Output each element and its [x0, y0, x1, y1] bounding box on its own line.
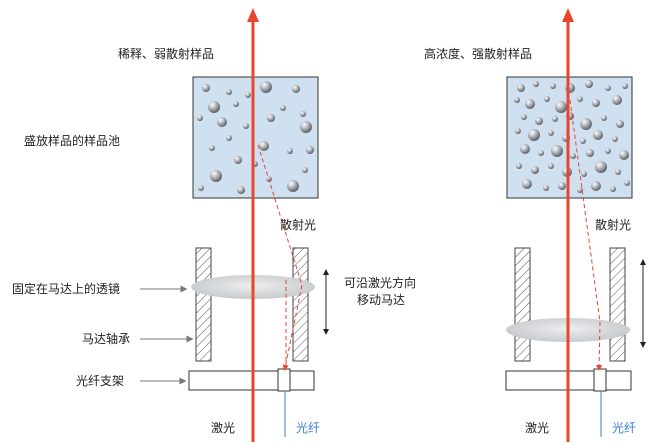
particle: [531, 166, 539, 174]
particle: [593, 130, 603, 140]
particle: [226, 89, 232, 95]
particle: [302, 167, 308, 173]
right-title: 高浓度、强散射样品: [424, 46, 532, 61]
particle: [287, 180, 299, 192]
particle: [544, 96, 550, 102]
particle: [581, 171, 587, 177]
particle: [233, 101, 239, 107]
particle: [580, 138, 586, 144]
particle: [267, 114, 275, 122]
particle: [528, 129, 540, 141]
laser-arrowhead-left: [247, 8, 259, 22]
particle: [198, 185, 204, 191]
particle: [515, 128, 521, 134]
left-title: 稀释、弱散射样品: [118, 46, 214, 61]
particle: [580, 118, 592, 130]
particle: [624, 180, 630, 186]
particle: [595, 161, 607, 173]
bearing-left-b: [292, 247, 309, 362]
particle: [197, 115, 203, 121]
particle: [516, 163, 522, 169]
particle: [210, 170, 222, 182]
sample-cell-label: 盛放样品的样品池: [24, 133, 120, 148]
particle: [517, 84, 525, 92]
fiber-label-left: 光纤: [296, 421, 320, 435]
fiber-slot-right: [593, 368, 607, 392]
particle: [202, 84, 210, 92]
particle: [543, 185, 549, 191]
particle: [237, 186, 245, 194]
holder-label: 光纤支架: [76, 374, 124, 388]
particle: [300, 121, 312, 133]
particle: [514, 97, 520, 103]
particles-right: [514, 80, 630, 193]
particle: [612, 95, 622, 105]
laser-label-left: 激光: [211, 421, 235, 435]
particle: [234, 156, 242, 164]
particle: [287, 148, 293, 154]
motion-label-2: 移动马达: [357, 293, 405, 307]
particle: [217, 117, 227, 127]
particle: [570, 153, 576, 159]
particle: [260, 81, 272, 93]
lens-label: 固定在马达上的透镜: [12, 281, 120, 296]
particle: [245, 92, 251, 98]
particle: [520, 144, 530, 154]
particle: [612, 136, 618, 142]
particle: [226, 135, 232, 141]
motion-label-1: 可沿激光方向: [344, 275, 416, 290]
bearing-label: 马达轴承: [82, 331, 130, 346]
particle: [538, 150, 544, 156]
right-panel: 高浓度、强散射样品 散射光 激光 光纤: [424, 8, 646, 442]
bearing-left-a: [195, 247, 212, 362]
particle: [533, 81, 539, 87]
particle: [592, 99, 600, 107]
particle: [555, 101, 567, 113]
particle: [616, 120, 624, 128]
particle: [550, 83, 556, 89]
fiber-label-right: 光纤: [612, 421, 636, 435]
particle: [622, 83, 628, 89]
particle: [259, 141, 269, 151]
scatter-label-left: 散射光: [280, 217, 316, 232]
bearing-right-b: [609, 247, 626, 362]
fiber-slot-left: [277, 368, 291, 392]
particle: [551, 145, 563, 157]
particle: [306, 146, 314, 154]
left-panel: 稀释、弱散射样品 盛放样品的样品池 散射光 激光 光纤 固定在马达上的透镜 马达…: [12, 8, 416, 442]
particle: [300, 111, 306, 117]
particle: [292, 85, 300, 93]
particle: [577, 96, 583, 102]
particle: [243, 123, 249, 129]
scatter-label-right: 散射光: [595, 217, 631, 232]
particle: [522, 179, 532, 189]
particle: [548, 130, 554, 136]
particle: [586, 149, 594, 157]
particle: [535, 117, 543, 125]
laser-arrowhead-right: [562, 8, 574, 22]
particle: [280, 105, 286, 111]
particle: [615, 169, 621, 175]
particle: [552, 116, 558, 122]
particle: [585, 80, 593, 88]
particle: [209, 145, 215, 151]
laser-label-right: 激光: [525, 421, 549, 435]
particle: [605, 148, 611, 154]
bearing-right-a: [514, 247, 531, 362]
scatter-path-right: [569, 99, 603, 371]
particle: [548, 163, 554, 169]
particle: [525, 99, 535, 109]
particle: [605, 85, 611, 91]
particle: [591, 181, 601, 191]
particle: [208, 101, 220, 113]
particle: [558, 182, 566, 190]
particle: [610, 186, 616, 192]
particle: [577, 187, 583, 193]
scatter-path-left: [257, 144, 303, 371]
particle: [521, 114, 527, 120]
particle: [619, 150, 629, 160]
particle: [601, 115, 607, 121]
